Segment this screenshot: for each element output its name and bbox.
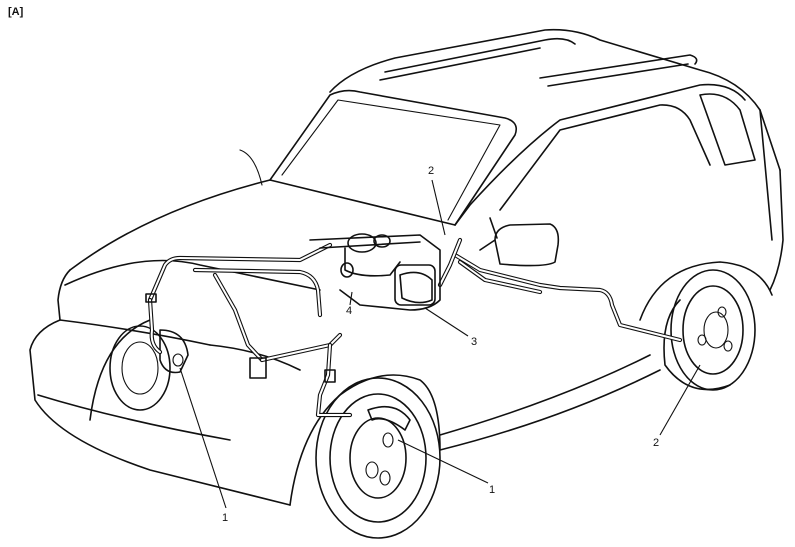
leader-lines bbox=[179, 179, 701, 509]
vehicle-body bbox=[29, 28, 784, 506]
front-left-brake-disc bbox=[109, 325, 189, 411]
label-hydraulic-unit: 3 bbox=[471, 336, 477, 348]
label-front-right-brake: 1 bbox=[489, 484, 495, 496]
label-rear-brake-right: 2 bbox=[653, 437, 659, 449]
brake-lines bbox=[145, 237, 683, 418]
master-cylinder bbox=[340, 233, 401, 278]
label-front-left-brake: 1 bbox=[222, 512, 228, 524]
figure-tag: [A] bbox=[8, 6, 24, 18]
rear-brake-drum bbox=[663, 269, 756, 391]
hydraulic-unit bbox=[309, 234, 441, 311]
label-rear-brake-left: 2 bbox=[428, 165, 434, 177]
front-right-wheel bbox=[315, 377, 441, 539]
label-master-cylinder: 4 bbox=[346, 305, 352, 317]
